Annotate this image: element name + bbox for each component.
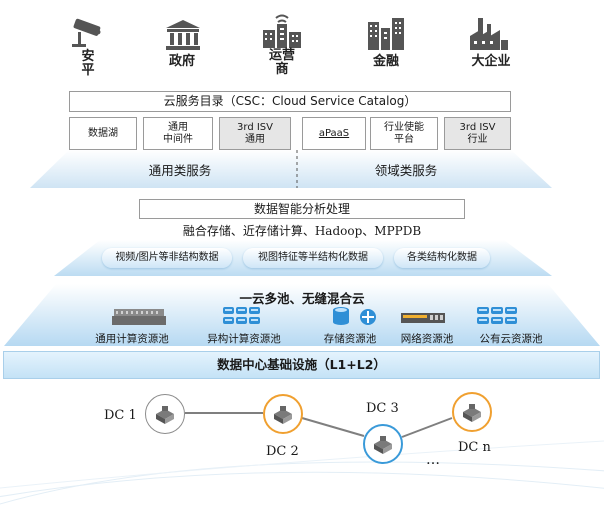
pools-title: 一云多池、无缝混合云 — [239, 291, 365, 306]
general-services-label: 通用类服务 — [148, 163, 212, 178]
catalog-item-industry-platform[interactable]: 行业使能 平台 — [370, 117, 438, 150]
industry-label-government: 政府 — [168, 54, 195, 69]
catalog-item-data-lake[interactable]: 数据湖 — [69, 117, 137, 150]
analytics-title: 数据智能分析处理 — [139, 199, 465, 219]
camera-icon — [72, 18, 101, 47]
dc3-label: DC 3 — [366, 401, 399, 416]
pool-label-storage: 存储资源池 — [323, 333, 377, 345]
datacenter-building-icon — [274, 406, 292, 424]
catalog-title: 云服务目录（CSC：Cloud Service Catalog） — [69, 91, 511, 112]
domain-services-label: 领域类服务 — [374, 163, 438, 178]
catalog-item-isv-general[interactable]: 3rd ISV 通用 — [219, 117, 291, 150]
catalog-item-isv-industry[interactable]: 3rd ISV 行业 — [444, 117, 511, 150]
pill-semi-structured-data: 视图特征等半结构化数据 — [243, 248, 383, 268]
industry-label-security: 安 平 — [81, 49, 95, 78]
pools-band — [4, 284, 600, 346]
infrastructure-bar: 数据中心基础设施（L1+L2） — [3, 351, 600, 379]
catalog-item-label: 通用 中间件 — [163, 121, 193, 145]
infrastructure-title: 数据中心基础设施（L1+L2） — [217, 357, 386, 372]
pool-label-network: 网络资源池 — [400, 333, 454, 345]
industry-label-telecom: 运营 商 — [268, 48, 295, 77]
dc-ellipsis: … — [426, 452, 440, 468]
storage-icon — [333, 307, 376, 325]
catalog-item-apaas[interactable]: aPaaS — [302, 117, 366, 150]
pool-label-heterogeneous-compute: 异构计算资源池 — [207, 333, 281, 345]
network-switch-icon — [401, 313, 445, 323]
dcn-label: DC n — [458, 440, 491, 455]
industry-label-finance: 金融 — [372, 54, 399, 69]
datacenter-building-icon — [463, 404, 481, 422]
analytics-subtitle: 融合存储、近存储计算、Hadoop、MPPDB — [182, 224, 422, 238]
government-building-icon — [166, 20, 200, 50]
factory-icon — [470, 18, 508, 50]
pill-structured-data: 各类结构化数据 — [394, 248, 490, 268]
cloud-chips-icon — [477, 307, 517, 324]
server-rack-icon — [112, 309, 166, 325]
datacenter-building-icon — [374, 436, 392, 454]
dc1-node[interactable] — [145, 394, 185, 434]
datacenter-building-icon — [156, 406, 174, 424]
pool-label-general-compute: 通用计算资源池 — [95, 333, 169, 345]
dc2-label: DC 2 — [266, 444, 299, 459]
bank-towers-icon — [368, 18, 404, 50]
catalog-item-middleware[interactable]: 通用 中间件 — [143, 117, 213, 150]
telecom-tower-icon — [263, 14, 301, 48]
industry-label-enterprise: 大企业 — [471, 54, 511, 69]
services-band — [30, 150, 552, 188]
dc1-label: DC 1 — [104, 408, 137, 423]
dc-network — [0, 412, 604, 505]
pool-label-public-cloud: 公有云资源池 — [479, 333, 543, 345]
pill-unstructured-data: 视频/图片等非结构数据 — [102, 248, 232, 268]
gpu-chips-icon — [223, 307, 260, 324]
